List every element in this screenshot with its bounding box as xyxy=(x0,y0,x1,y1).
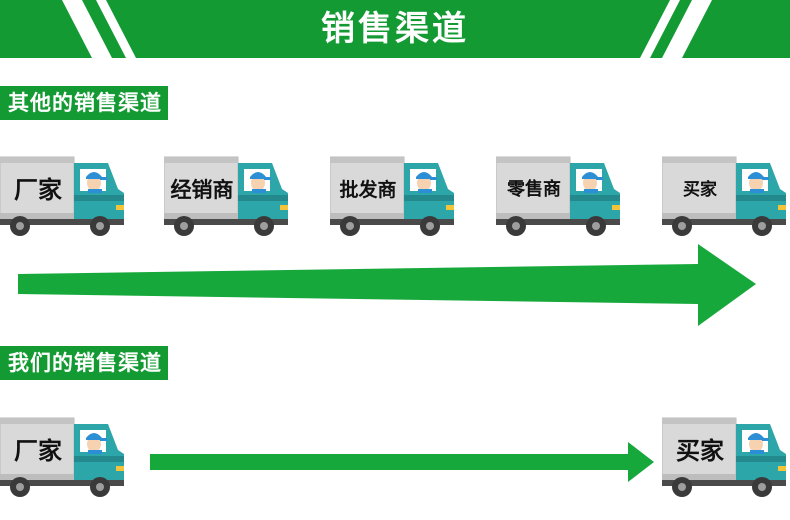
flow-arrow-direct xyxy=(150,442,654,482)
truck-label: 零售商 xyxy=(507,179,561,200)
truck-label: 厂家 xyxy=(14,436,62,465)
truck-icon xyxy=(496,156,620,236)
section-label-other-channel: 其他的销售渠道 xyxy=(0,86,168,120)
truck-wholesaler: 批发商 xyxy=(330,153,458,237)
flow-arrow-long xyxy=(18,244,756,326)
truck-manufacturer: 厂家 xyxy=(0,414,128,498)
truck-label: 批发商 xyxy=(339,179,397,201)
truck-icon xyxy=(662,417,786,497)
truck-buyer: 买家 xyxy=(662,153,790,237)
truck-icon xyxy=(662,156,786,236)
truck-icon xyxy=(0,156,124,236)
section-label-our-channel: 我们的销售渠道 xyxy=(0,346,168,380)
truck-label: 买家 xyxy=(683,180,717,200)
truck-icon xyxy=(0,417,124,497)
truck-buyer: 买家 xyxy=(662,414,790,498)
truck-label: 买家 xyxy=(676,436,724,465)
page-title: 销售渠道 xyxy=(321,9,469,49)
truck-label: 厂家 xyxy=(14,175,62,204)
truck-distributor: 经销商 xyxy=(164,153,292,237)
truck-icon xyxy=(330,156,454,236)
truck-manufacturer: 厂家 xyxy=(0,153,128,237)
banner-stripes xyxy=(62,0,712,58)
header-banner: 销售渠道 xyxy=(0,0,790,58)
truck-retailer: 零售商 xyxy=(496,153,624,237)
truck-label: 经销商 xyxy=(170,177,234,202)
truck-icon xyxy=(164,156,288,236)
